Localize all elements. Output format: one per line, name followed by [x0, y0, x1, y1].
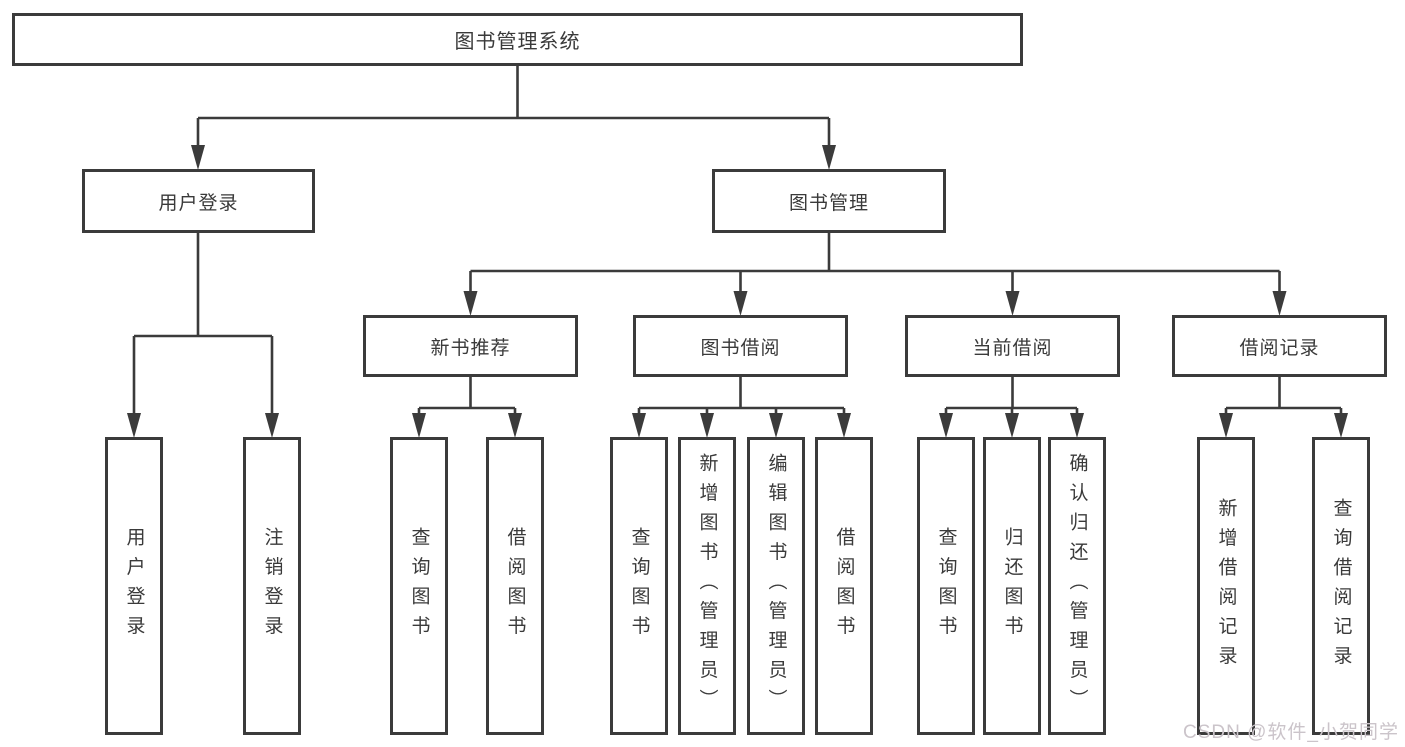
- node-current-borrowing: 当前借阅: [905, 315, 1120, 377]
- leaf-return-books: 归还图书: [983, 437, 1041, 735]
- leaf-query-books-current: 查询图书: [917, 437, 975, 735]
- node-user-login: 用户登录: [82, 169, 315, 233]
- leaf-borrow-books-recommend: 借阅图书: [486, 437, 544, 735]
- leaf-user-login: 用户登录: [105, 437, 163, 735]
- node-new-book-recommend: 新书推荐: [363, 315, 578, 377]
- arrowheads: [127, 145, 1348, 438]
- node-borrowing-records: 借阅记录: [1172, 315, 1387, 377]
- leaf-edit-book-admin: 编辑图书（管理员）: [747, 437, 805, 735]
- leaf-logout: 注销登录: [243, 437, 301, 735]
- leaf-query-books-recommend: 查询图书: [390, 437, 448, 735]
- leaf-borrow-books-borrowing: 借阅图书: [815, 437, 873, 735]
- node-book-borrowing: 图书借阅: [633, 315, 848, 377]
- leaf-confirm-return-admin: 确认归还（管理员）: [1048, 437, 1106, 735]
- leaf-add-borrow-record: 新增借阅记录: [1197, 437, 1255, 735]
- leaf-add-book-admin: 新增图书（管理员）: [678, 437, 736, 735]
- leaf-query-borrow-record: 查询借阅记录: [1312, 437, 1370, 735]
- node-book-management: 图书管理: [712, 169, 946, 233]
- leaf-query-books-borrowing: 查询图书: [610, 437, 668, 735]
- csdn-watermark: CSDN @软件_小贺同学: [1183, 722, 1399, 743]
- node-book-management-system: 图书管理系统: [12, 13, 1023, 66]
